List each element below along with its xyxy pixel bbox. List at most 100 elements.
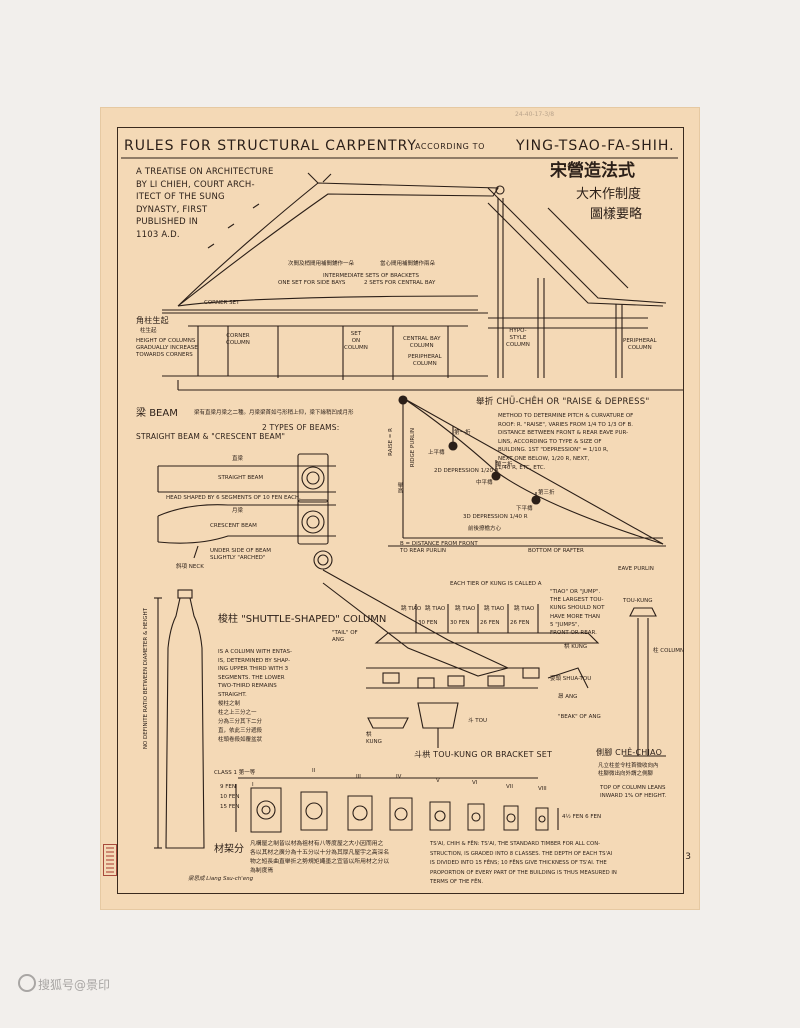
shua-tou-label: 耍頭 SHUA-TOU [550,676,592,682]
class-dim-10fen: 10 FEN [220,794,240,800]
beam-types: 2 TYPES OF BEAMS: [262,423,340,432]
class-numeral-3: III [356,774,361,780]
class-numeral-2: II [312,768,316,774]
beak-of-ang-label: "BEAK" OF ANG [558,714,601,720]
fen-label-1: 30 FEN [418,620,438,626]
cn-crescent-beam: 月梁 [232,508,244,514]
chucheh-heading: 舉折 CHÜ-CHÊH OR "RAISE & DEPRESS" [476,397,650,407]
tou-label: 斗 TOU [468,718,487,724]
cn-bracket-side-note: 次間及梢間用補間鋪作一朵 [288,261,355,267]
straight-beam-label: STRAIGHT BEAM [218,475,264,481]
fen-label-4: 26 FEN [510,620,530,626]
cn-middle-purlin: 中平槫 [476,480,493,486]
cn-raise-height: 舉高 [396,482,403,493]
one-set-label: ONE SET FOR SIDE BAYS [278,280,346,286]
class-numeral-5: V [436,778,440,784]
shuttle-column-heading: 梭柱 "SHUTTLE-SHAPED" COLUMN [218,614,387,625]
cn-straight-beam: 直梁 [232,456,244,462]
tsai-cn-heading: 材栔分 [214,844,244,855]
raise-r-label: RAISE = R [388,428,394,456]
artist-signature: 梁思成 Liang Ssu-ch'eng [188,876,254,882]
cn-column-raise-2: 柱生起 [140,328,157,334]
tiao-label-4: 跳 TIAO [484,606,505,612]
chinese-subtitle-1: 大木作制度 [576,187,642,202]
fen-label-2: 30 FEN [450,620,470,626]
column-label-right: 柱 COLUMN [653,648,685,654]
intermediate-brackets-label: INTERMEDIATE SETS OF BRACKETS [323,273,420,279]
tsai-cn-description: 凡構屋之制皆以材為祖材有八等度屋之大小因而用之各以其材之廣分為十五分以十分為其厚… [250,841,390,874]
plate-title: RULES FOR STRUCTURAL CARPENTRY [124,138,417,154]
cn-second-fold: 第二折 [496,462,513,468]
page-number: 3 [685,852,691,862]
cn-upper-purlin: 上平槫 [428,450,445,456]
ridge-purlin-label: RIDGE PURLIN [410,428,416,468]
chinese-subtitle-2: 圖樣要略 [590,207,643,222]
cn-bracket-central-note: 當心間用補間鋪作兩朵 [380,261,436,267]
plate-title-book: YING-TSAO-FA-SHIH. [516,138,675,154]
class-numeral-1: I [252,782,254,788]
toukung-label-right: TOU-KUNG [623,598,653,604]
bottom-rafter-label: BOTTOM OF RAFTER [528,548,584,554]
class-numeral-7: VII [506,784,514,790]
third-depression-label: 3D DEPRESSION 1/40 R [463,514,528,520]
chucheh-description: METHOD TO DETERMINE PITCH & CURVATURE OF… [498,413,634,471]
fen-label-3: 26 FEN [480,620,500,626]
shuttle-column-cn-description: 梭柱之制柱之上三分之一分為三分其下二分 直，依此三分遞殺柱頭卷殺如覆盆狀 [218,701,263,743]
ang-label: 昂 ANG [558,694,578,700]
tiao-note: EACH TIER OF KUNG IS CALLED A [450,581,542,587]
cn-third-fold: 第三折 [538,490,555,496]
class-dim-15fen: 15 FEN [220,804,240,810]
toukung-caption: 斗栱 TOU-KUNG OR BRACKET SET [414,750,553,759]
kung-label: 栱 KUNG [564,644,588,650]
cn-first-fold: 第一折 [454,430,471,436]
class-numeral-8: VIII [538,786,547,792]
two-sets-label: 2 SETS FOR CENTRAL BAY [364,280,436,286]
eave-purlin-label: EAVE PURLIN [618,566,654,572]
class-dim-9fen: 9 FEN [220,784,237,790]
watermark-text: 搜狐号@景印 [38,978,111,992]
line-drawing [121,157,683,849]
diameter-height-note: NO DEFINITE RATIO BETWEEN DIAMETER & HEI… [143,608,149,750]
tiao-label-1: 跳 TIAO [401,606,422,612]
pencil-note: 24-40-17-3/8 [515,111,555,118]
class-1-label: CLASS 1 第一等 [214,770,256,776]
beam-head-note: HEAD SHAPED BY 6 SEGMENTS OF 10 FEN EACH… [166,495,301,501]
red-seal-stamp [103,844,117,876]
class-numeral-4: IV [396,774,402,780]
drawing-plate: RULES FOR STRUCTURAL CARPENTRY ACCORDING… [117,127,684,894]
corner-set-label: CORNER SET [204,300,240,306]
chinese-title: 宋營造法式 [550,161,635,181]
tiao-label-3: 跳 TIAO [455,606,476,612]
crescent-beam-label: CRESCENT BEAM [210,523,257,529]
beam-cn-description: 梁有直梁月梁之二種。月梁梁首如弓形稍上仰，梁下緣稍凹成月形 [194,410,354,416]
beam-neck-label: 斜項 NECK [176,564,204,570]
cn-lower-purlin: 下平槫 [516,506,533,512]
beam-heading: 梁 BEAM [136,408,178,419]
watermark-logo-icon [18,974,36,992]
second-depression-label: 2D DEPRESSION 1/20 R [434,468,499,474]
plate-title-connector: ACCORDING TO [415,142,485,151]
tsai-description: TS'AI, CHIH & FÊN: TS'AI, THE STANDARD T… [430,841,617,885]
tiao-label-5: 跳 TIAO [514,606,535,612]
cn-column-raise: 角柱生起 [136,316,169,325]
class-smallest-note: 4½ FEN 6 FEN [562,814,602,820]
beam-type-names: STRAIGHT BEAM & "CRESCENT BEAM" [136,432,286,441]
drawing-sheet: 24-40-17-3/8 [100,107,700,910]
class-numeral-6: VI [472,780,478,786]
tiao-label-2: 跳 TIAO [425,606,446,612]
chechiao-cn-description: 凡立柱並令柱首微收向內柱腳微出向外謂之側腳 [598,763,659,777]
shuttle-column-description: IS A COLUMN WITH ENTAS-IS, DETERMINED BY… [218,649,293,698]
chechiao-heading: 側腳 CHÊ-CHIAO [596,748,663,757]
